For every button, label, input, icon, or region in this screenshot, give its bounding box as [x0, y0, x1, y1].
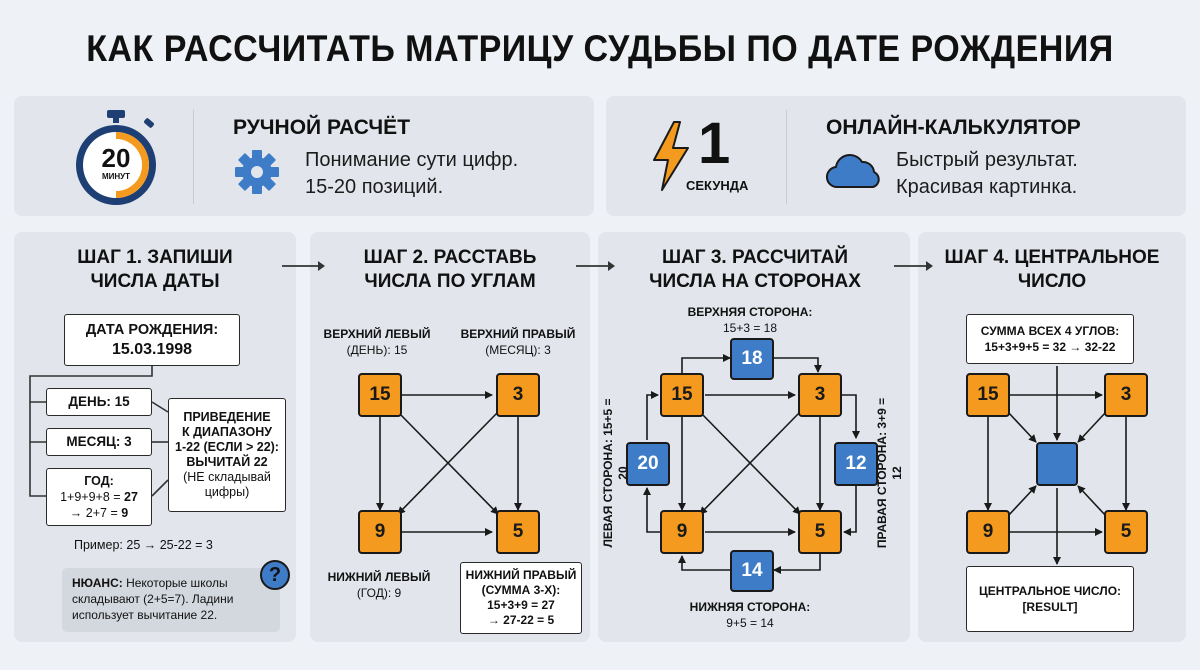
day-value: ДЕНЬ: 15 [68, 394, 130, 409]
reduce-rule-l2: К ДИАПАЗОНУ [181, 425, 273, 439]
corner-node-br: 5 [798, 510, 842, 554]
online-panel [606, 96, 1186, 216]
timer-unit: МИНУТ [101, 172, 131, 181]
bottom-side-label-l2: 9+5 = 14 [726, 616, 774, 630]
central-number-box: ЦЕНТРАЛЬНОЕ ЧИСЛО: [RESULT] [966, 566, 1134, 632]
central-number-l2: [RESULT] [1022, 600, 1078, 614]
top-side-label-l1: ВЕРХНЯЯ СТОРОНА: [687, 305, 813, 319]
step3-title-line2: ЧИСЛА НА СТОРОНАХ [649, 271, 861, 292]
speed-unit: СЕКУНДА [686, 178, 749, 193]
online-line-2: Красивая картинка. [896, 176, 1078, 198]
tl-label-l1: ВЕРХНИЙ ЛЕВЫЙ [323, 327, 431, 341]
bottom-side-label-l1: НИЖНЯЯ СТОРОНА: [689, 600, 811, 614]
br-label-l2: (СУММА 3-Х): [481, 583, 561, 597]
corner-sum-box: СУММА ВСЕХ 4 УГЛОВ: 15+3+9+5 = 32 → 32-2… [966, 314, 1134, 364]
month-box: МЕСЯЦ: 3 [46, 428, 152, 456]
step4-title-line1: ШАГ 4. ЦЕНТРАЛЬНОЕ [944, 247, 1160, 268]
tr-label-l2: (МЕСЯЦ): 3 [485, 343, 551, 357]
step1-title-line1: ШАГ 1. ЗАПИШИ [77, 247, 233, 268]
br-label-box: НИЖНИЙ ПРАВЫЙ (СУММА 3-Х): 15+3+9 = 27 →… [460, 562, 582, 634]
online-line-1: Быстрый результат. [896, 149, 1078, 171]
question-icon: ? [260, 560, 290, 590]
month-value: МЕСЯЦ: 3 [66, 434, 132, 449]
corner-node-tl: 15 [660, 373, 704, 417]
year-reduce-prefix: → 2+7 = [69, 506, 122, 520]
corner-node-br: 5 [496, 510, 540, 554]
nuance-label: НЮАНС: [72, 576, 123, 590]
year-sum-result: 27 [124, 490, 138, 504]
cloud-icon [826, 153, 880, 189]
gear-icon [235, 150, 279, 194]
step3-title-line1: ШАГ 3. РАССЧИТАЙ [661, 247, 848, 268]
br-label-l3: 15+3+9 = 27 [487, 598, 555, 612]
corner-node-tr: 3 [798, 373, 842, 417]
tr-label-l1: ВЕРХНИЙ ПРАВЫЙ [460, 327, 576, 341]
stopwatch-icon [76, 110, 156, 205]
birth-date-label: ДАТА РОЖДЕНИЯ: [85, 322, 219, 338]
divider [193, 110, 194, 204]
bl-label-l2: (ГОД): 9 [356, 586, 402, 600]
step2-arrows [376, 391, 522, 536]
year-reduce-result: 9 [121, 506, 129, 520]
corner-node-tr: 3 [1104, 373, 1148, 417]
step1-title-line2: ЧИСЛА ДАТЫ [90, 271, 220, 292]
nuance-line-1: НЮАНС: Некоторые школы [72, 576, 228, 591]
corner-node-bl: 9 [966, 510, 1010, 554]
reduce-rule-box: ПРИВЕДЕНИЕ К ДИАПАЗОНУ 1-22 (ЕСЛИ > 22):… [168, 398, 286, 512]
birth-date-box: ДАТА РОЖДЕНИЯ: 15.03.1998 [64, 314, 240, 366]
corner-node-tl: 15 [358, 373, 402, 417]
corner-node-tl: 15 [966, 373, 1010, 417]
top-side-label-l2: 15+3 = 18 [722, 321, 778, 335]
corner-node-br: 5 [1104, 510, 1148, 554]
reduce-rule-l3: 1-22 (ЕСЛИ > 22): [175, 440, 279, 454]
speed-value: 1 [698, 111, 731, 176]
corner-node-bl: 9 [358, 510, 402, 554]
reduce-rule-l4: ВЫЧИТАЙ 22 [186, 455, 268, 469]
reduce-rule-l6: цифры) [204, 485, 250, 499]
day-box: ДЕНЬ: 15 [46, 388, 152, 416]
br-label-l4: → 27-22 = 5 [487, 613, 555, 627]
manual-heading: РУЧНОЙ РАСЧЁТ [233, 116, 411, 139]
year-sum-prefix: 1+9+9+8 = [60, 490, 125, 504]
central-node [1036, 442, 1078, 486]
corner-node-tr: 3 [496, 373, 540, 417]
example-text: Пример: 25 → 25-22 = 3 [74, 538, 213, 552]
flow-arrow-3 [894, 261, 933, 271]
timer-value: 20 [101, 143, 131, 173]
step2-title-line1: ШАГ 2. РАССТАВЬ [363, 247, 537, 268]
nuance-text-1: Некоторые школы [122, 576, 228, 590]
manual-line-1: Понимание сути цифр. [305, 149, 519, 171]
divider [786, 110, 787, 204]
step3-arrows [643, 354, 860, 574]
flow-arrow-1 [282, 261, 325, 271]
side-node-top: 18 [730, 338, 774, 380]
corner-sum-l2: 15+3+9+5 = 32 → 32-22 [984, 340, 1116, 354]
nuance-line-3: использует вычитание 22. [72, 608, 218, 622]
tl-label-l2: (ДЕНЬ): 15 [346, 343, 408, 357]
manual-line-2: 15-20 позиций. [305, 176, 444, 198]
corner-sum-l1: СУММА ВСЕХ 4 УГЛОВ: [980, 324, 1120, 338]
step4-title-line2: ЧИСЛО [1017, 271, 1087, 292]
birth-date-value: 15.03.1998 [111, 341, 193, 358]
online-heading: ОНЛАЙН-КАЛЬКУЛЯТОР [826, 116, 1081, 139]
br-label-l1: НИЖНИЙ ПРАВЫЙ [465, 568, 577, 582]
flow-arrow-2 [576, 261, 615, 271]
reduce-rule-l5: (НЕ складывай [183, 470, 271, 484]
nuance-box [62, 568, 280, 632]
central-number-l1: ЦЕНТРАЛЬНОЕ ЧИСЛО: [978, 584, 1122, 598]
year-box: ГОД: 1+9+9+8 = 27 → 2+7 = 9 [46, 468, 152, 526]
side-node-bottom: 14 [730, 550, 774, 592]
year-label: ГОД: [84, 474, 114, 488]
step2-title-line2: ЧИСЛА ПО УГЛАМ [364, 271, 536, 292]
reduce-rule-l1: ПРИВЕДЕНИЕ [183, 410, 271, 424]
lightning-icon [653, 121, 689, 191]
nuance-line-2: складывают (2+5=7). Ладини [72, 592, 234, 606]
corner-node-bl: 9 [660, 510, 704, 554]
side-node-right: 12 [834, 442, 878, 486]
step1-connectors [29, 366, 169, 497]
side-node-left: 20 [626, 442, 670, 486]
bl-label-l1: НИЖНИЙ ЛЕВЫЙ [327, 570, 431, 584]
page-title: КАК РАССЧИТАТЬ МАТРИЦУ СУДЬБЫ ПО ДАТЕ РО… [86, 28, 1114, 69]
